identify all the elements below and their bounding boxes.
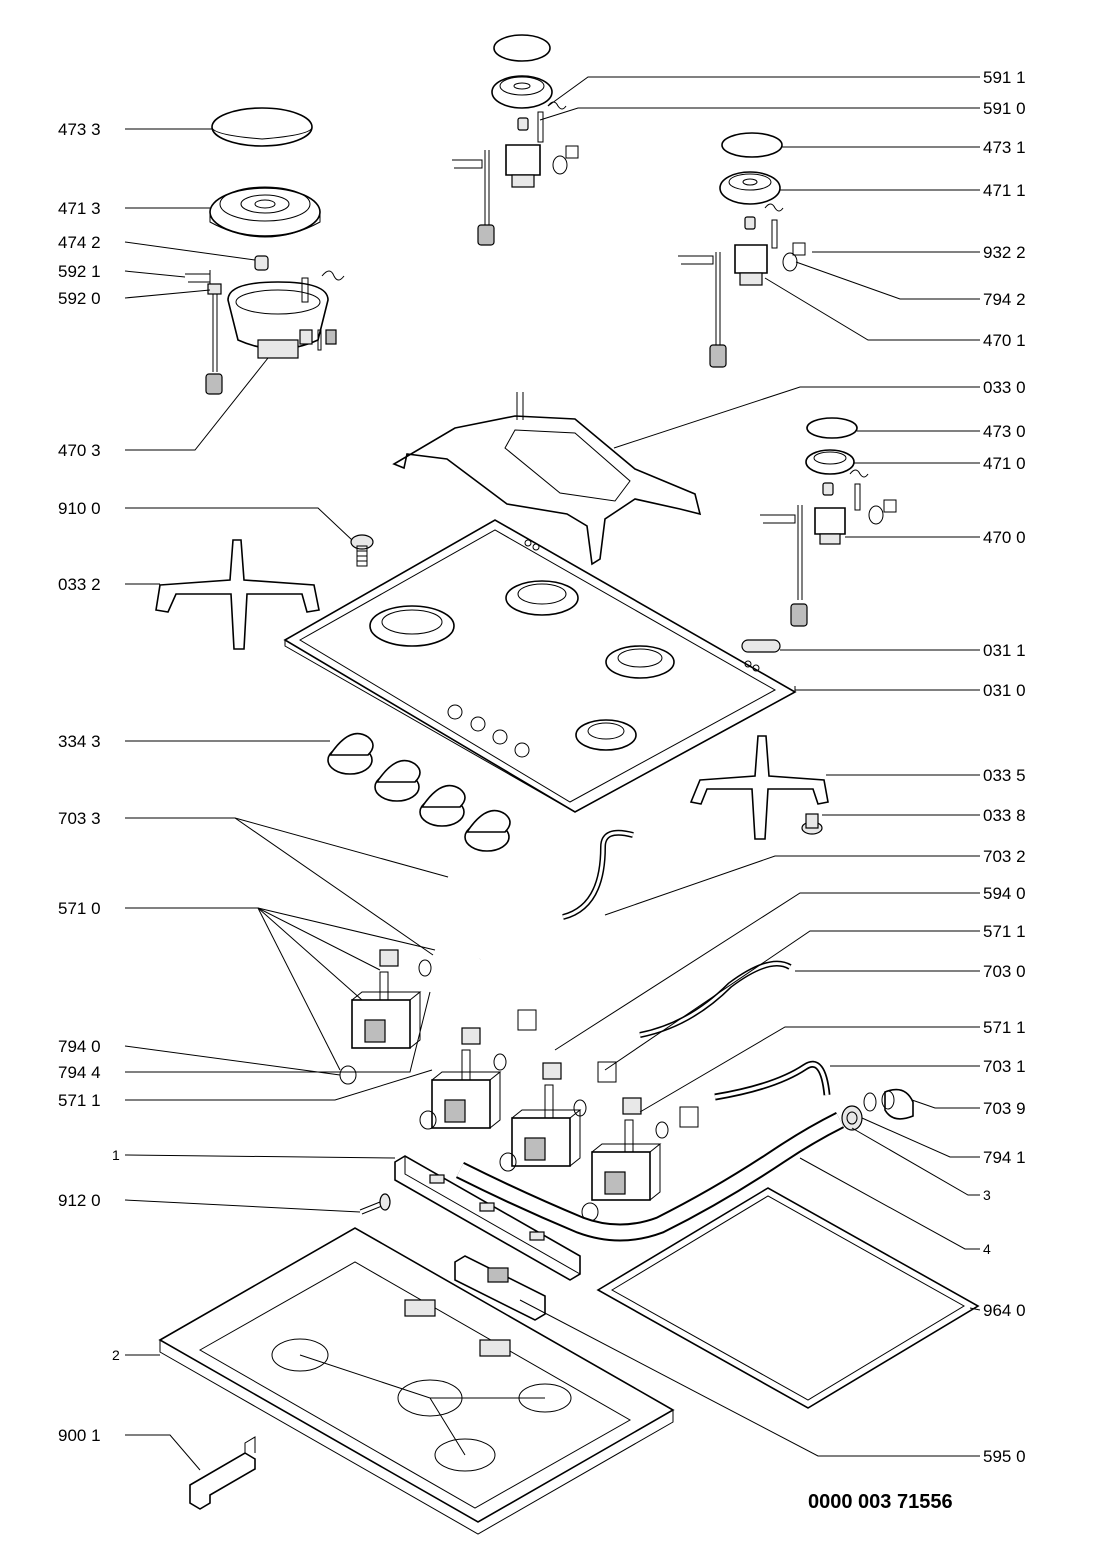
label-592-1: 592 1 — [58, 262, 101, 281]
label-033-0: 033 0 — [983, 378, 1026, 397]
screw-912 — [359, 1193, 391, 1215]
burner-cap-right-upper — [721, 132, 783, 158]
label-592-0: 592 0 — [58, 289, 101, 308]
label-571-0: 571 0 — [58, 899, 101, 918]
burner-cap-top-center — [493, 34, 551, 62]
burner-head-right-lower — [805, 449, 855, 475]
label-470-1: 470 1 — [983, 331, 1026, 350]
hob-badge — [741, 639, 781, 653]
elbow-connector — [863, 1088, 914, 1120]
label-571-1-right-b: 571 1 — [983, 1018, 1026, 1037]
label-473-0: 473 0 — [983, 422, 1026, 441]
gas-tap-1 — [339, 949, 432, 1085]
fixing-bracket — [189, 1436, 256, 1510]
hob-top-plate — [283, 519, 797, 813]
label-794-1: 794 1 — [983, 1148, 1026, 1167]
label-3: 3 — [983, 1187, 991, 1203]
control-knob-4 — [464, 809, 511, 852]
gas-pipe-703-3 — [447, 875, 511, 960]
thermocouple-right-upper — [678, 252, 727, 368]
label-794-4: 794 4 — [58, 1063, 101, 1082]
thermocouple-right-lower — [760, 505, 808, 627]
rubber-foot — [801, 813, 823, 835]
burner-cap-large — [211, 107, 313, 147]
thermocouple-top-center — [452, 150, 495, 246]
burner-body-right-lower — [814, 469, 897, 545]
gas-tap-3 — [499, 1061, 617, 1172]
label-703-0: 703 0 — [983, 962, 1026, 981]
hob-seal-gasket — [596, 1187, 980, 1409]
label-474-2: 474 2 — [58, 233, 101, 252]
label-571-1-right-a: 571 1 — [983, 922, 1026, 941]
thermocouple-left — [205, 283, 223, 395]
control-knob-3 — [419, 784, 466, 827]
label-794-2: 794 2 — [983, 290, 1026, 309]
nut-and-seal — [841, 1105, 863, 1131]
spark-electrode-top-center — [517, 101, 567, 143]
injector-large — [254, 255, 269, 271]
burner-head-top-center — [491, 75, 553, 109]
label-703-3: 703 3 — [58, 809, 101, 828]
label-031-1: 031 1 — [983, 641, 1026, 660]
label-471-0: 471 0 — [983, 454, 1026, 473]
pan-support-right — [689, 735, 829, 840]
gas-tap-4 — [581, 1097, 699, 1222]
gas-pipe-703-1 — [714, 1060, 831, 1101]
label-471-3: 471 3 — [58, 199, 101, 218]
label-033-2: 033 2 — [58, 575, 101, 594]
label-033-8: 033 8 — [983, 806, 1026, 825]
label-571-1-left: 571 1 — [58, 1091, 101, 1110]
base-tray — [158, 1227, 675, 1535]
labels-left: 473 3 471 3 474 2 592 1 592 0 470 3 910 … — [58, 120, 120, 1445]
label-4: 4 — [983, 1241, 991, 1257]
label-595-0: 595 0 — [983, 1447, 1026, 1466]
label-473-1: 473 1 — [983, 138, 1026, 157]
gas-manifold-ramp — [455, 1111, 845, 1242]
burner-head-large — [209, 186, 321, 238]
label-334-3: 334 3 — [58, 732, 101, 751]
burner-head-right-upper — [719, 171, 781, 205]
control-knob-1 — [327, 732, 374, 775]
front-rail — [394, 1155, 581, 1281]
label-594-0: 594 0 — [983, 884, 1026, 903]
burner-body-large — [227, 270, 345, 359]
label-703-2: 703 2 — [983, 847, 1026, 866]
connector-block — [454, 1255, 546, 1321]
label-912-0: 912 0 — [58, 1191, 101, 1210]
label-964-0: 964 0 — [983, 1301, 1026, 1320]
screw-910 — [350, 534, 374, 567]
labels-right: 591 1 591 0 473 1 471 1 932 2 794 2 470 … — [983, 68, 1026, 1466]
pan-support-large — [392, 392, 702, 566]
label-910-0: 910 0 — [58, 499, 101, 518]
gas-tap-2 — [419, 1009, 537, 1130]
control-knob-2 — [374, 759, 421, 802]
label-1: 1 — [112, 1147, 120, 1163]
burner-body-top-center — [505, 144, 579, 188]
thermocouple-clip-left — [185, 270, 211, 284]
label-031-0: 031 0 — [983, 681, 1026, 700]
pan-support-left — [155, 539, 320, 650]
label-703-9: 703 9 — [983, 1099, 1026, 1118]
label-471-1: 471 1 — [983, 181, 1026, 200]
label-2: 2 — [112, 1347, 120, 1363]
label-470-0: 470 0 — [983, 528, 1026, 547]
label-900-1: 900 1 — [58, 1426, 101, 1445]
label-703-1: 703 1 — [983, 1057, 1026, 1076]
label-470-3: 470 3 — [58, 441, 101, 460]
burner-cap-right-lower — [806, 417, 858, 439]
gas-pipe-703-2 — [562, 829, 634, 920]
label-794-0: 794 0 — [58, 1037, 101, 1056]
gas-pipe-703-0 — [639, 960, 792, 1038]
label-591-0: 591 0 — [983, 99, 1026, 118]
label-473-3: 473 3 — [58, 120, 101, 139]
burner-body-right-upper — [734, 203, 806, 286]
label-591-1: 591 1 — [983, 68, 1026, 87]
leader-lines — [124, 76, 981, 1471]
document-number: 0000 003 71556 — [808, 1491, 953, 1513]
label-033-5: 033 5 — [983, 766, 1026, 785]
label-932-2: 932 2 — [983, 243, 1026, 262]
